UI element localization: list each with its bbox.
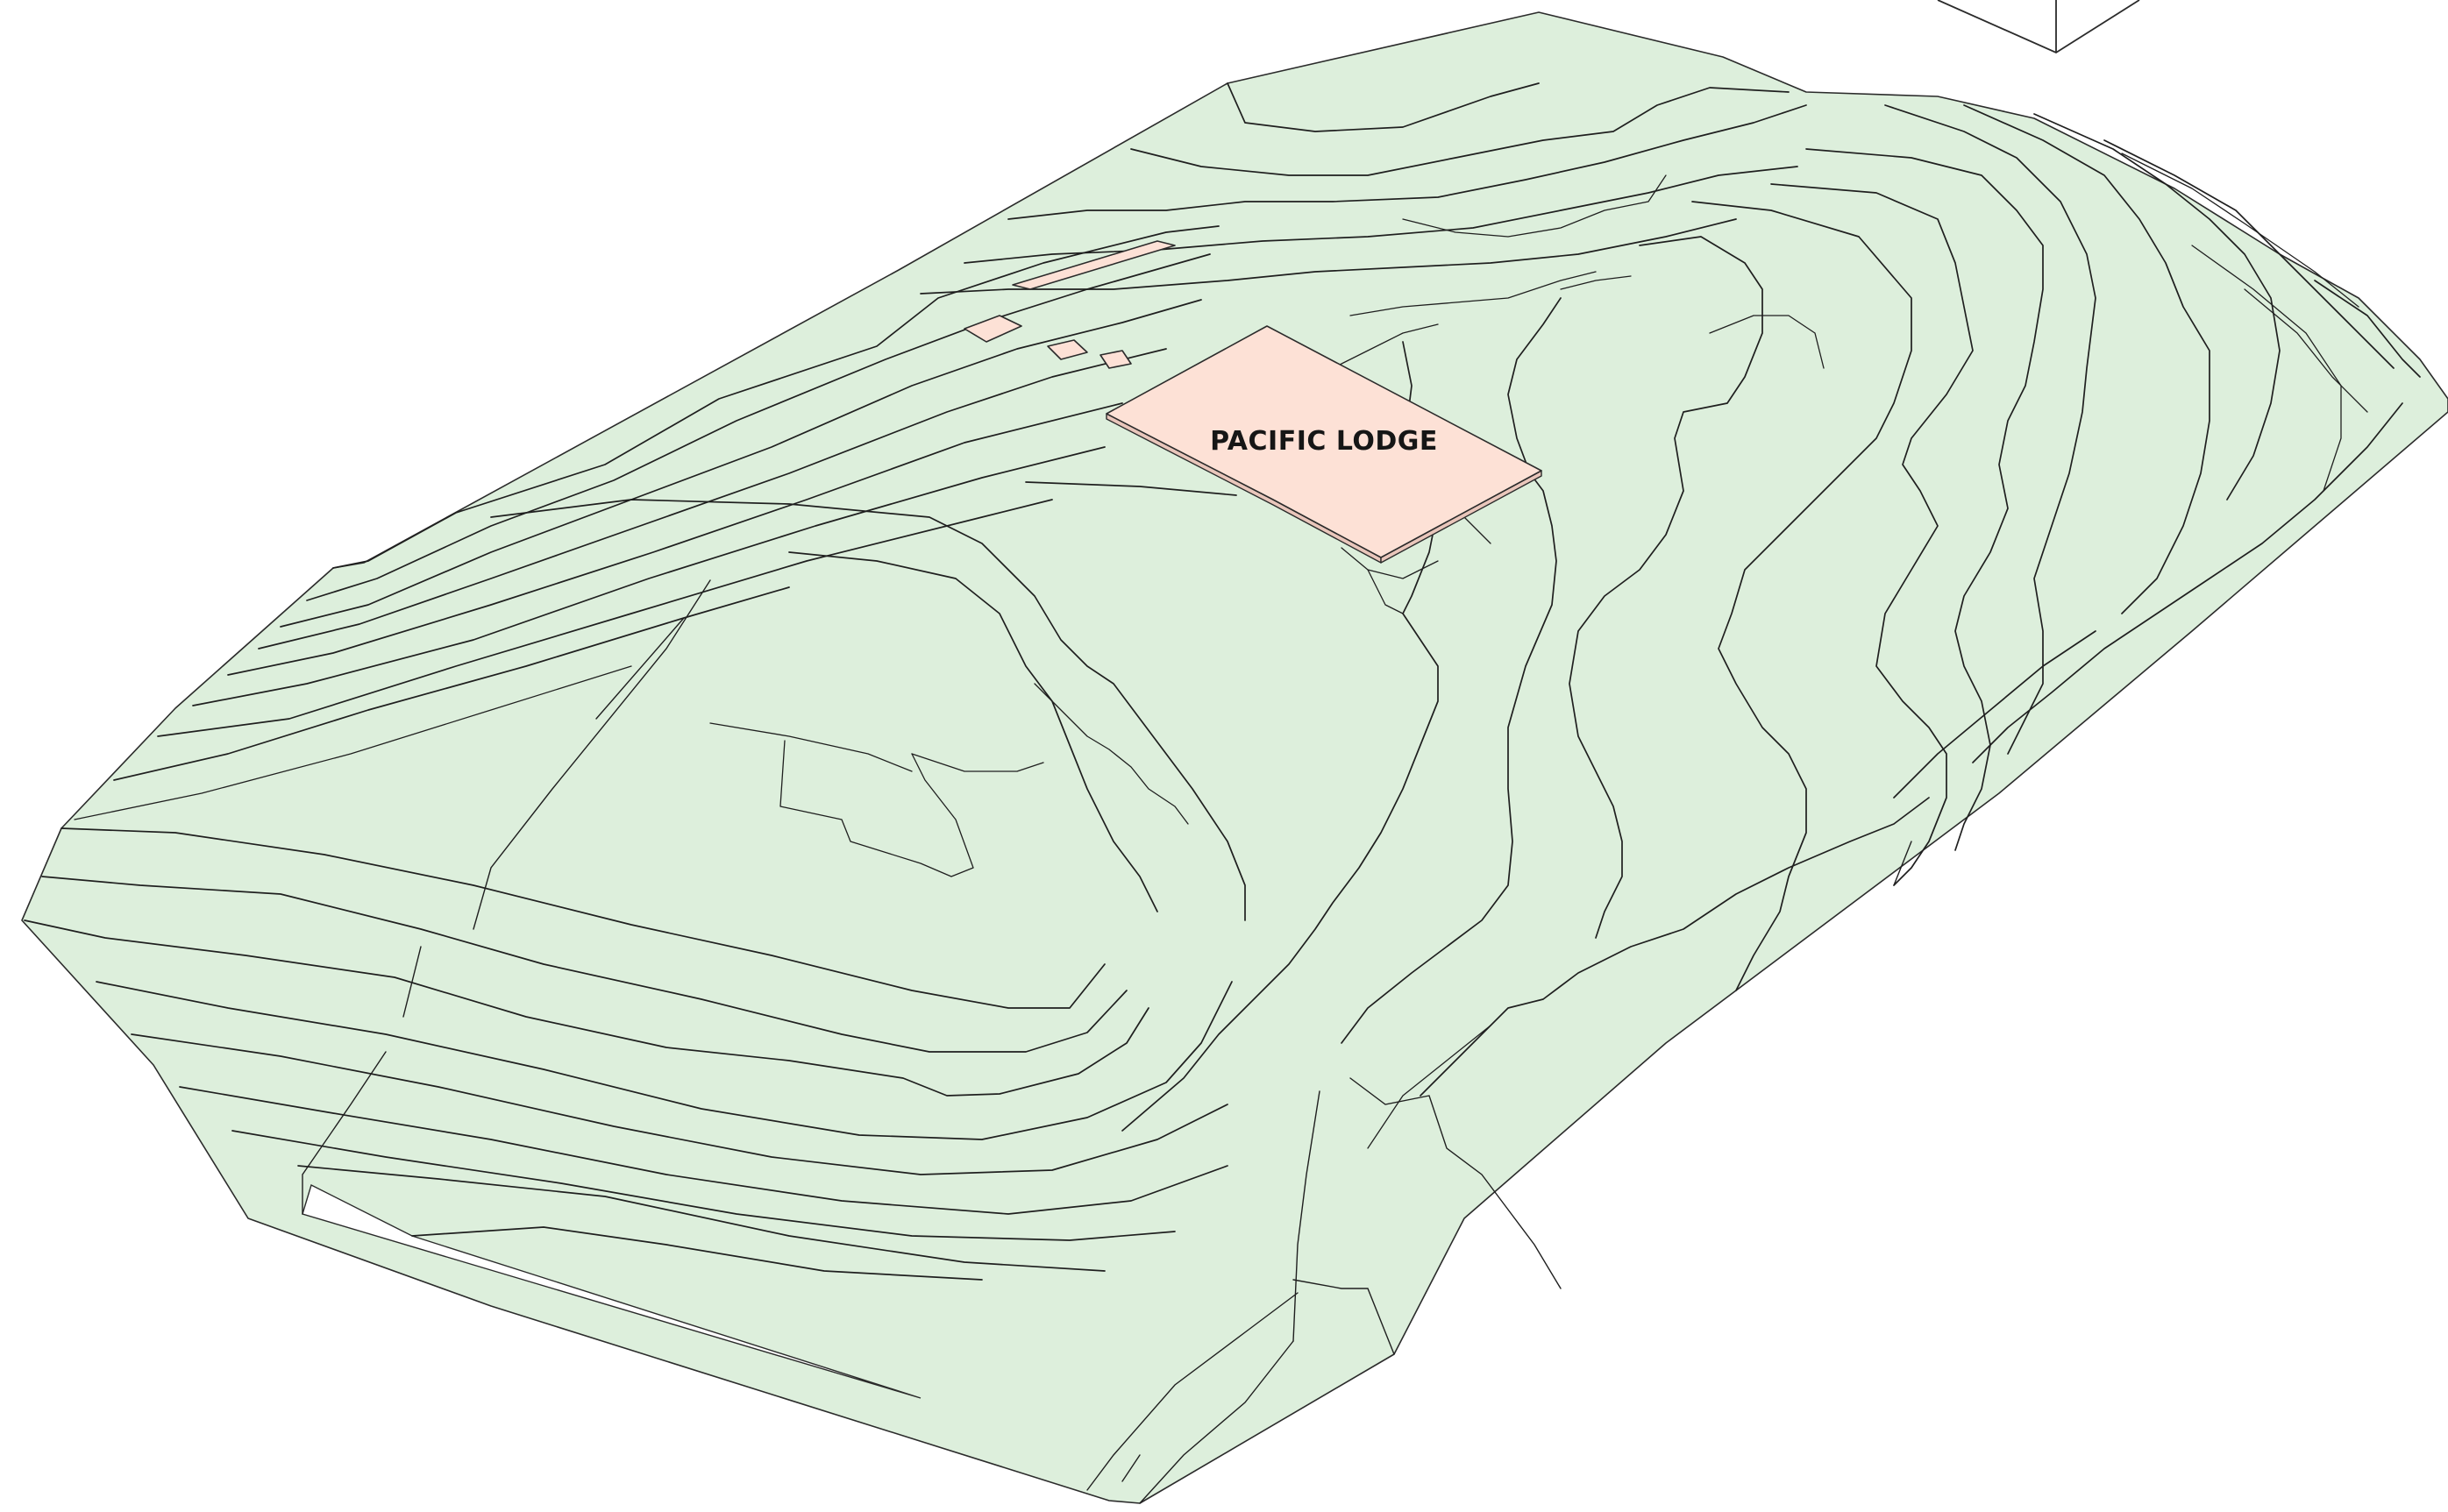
small-outbuildings	[964, 240, 1176, 369]
pacific-lodge-label: PACIFIC LODGE	[1210, 426, 1438, 457]
terrain-base	[21, 11, 2448, 1504]
contour-lines	[24, 82, 2421, 1281]
pacific-lodge-roof[interactable]	[1106, 325, 1542, 558]
site-paths	[302, 579, 1912, 1504]
pacific-lodge: PACIFIC LODGE	[1106, 325, 1542, 564]
corner-box-outline	[1937, 0, 2140, 54]
lower-left-gap	[302, 1183, 922, 1399]
